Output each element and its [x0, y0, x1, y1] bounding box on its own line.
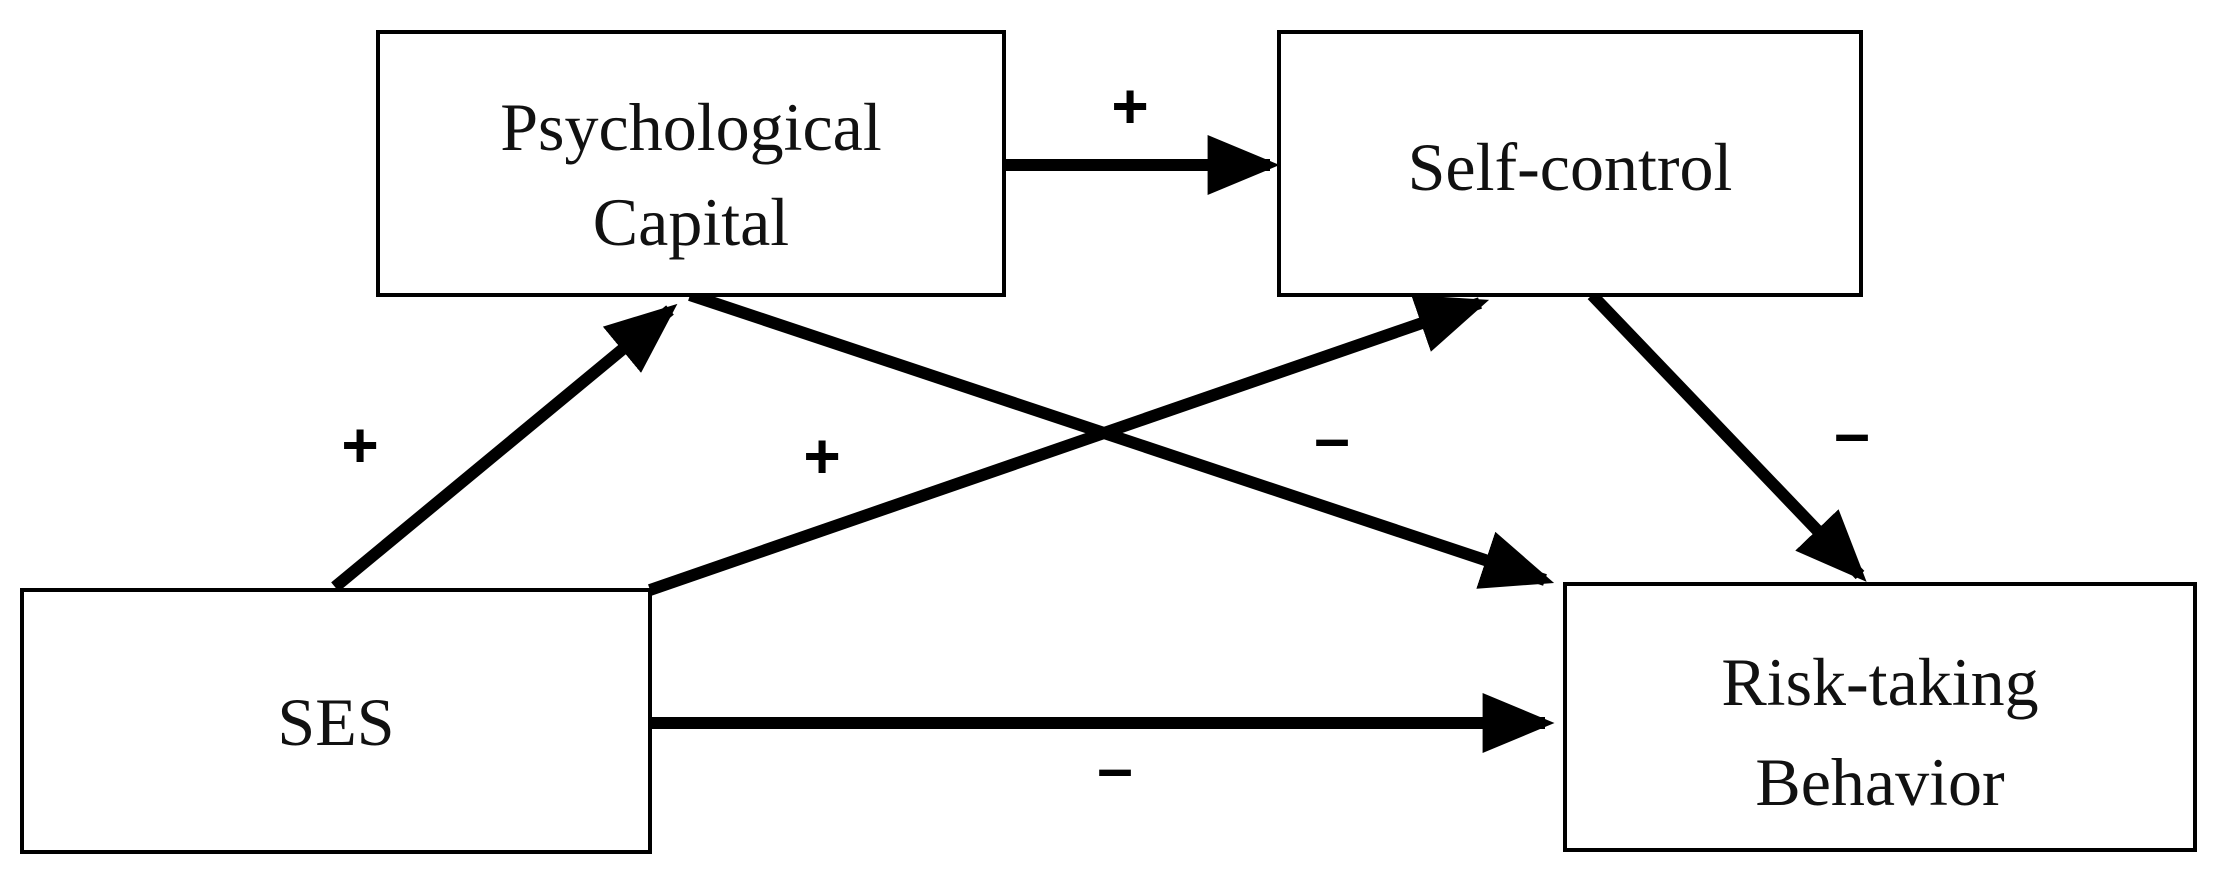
sign-self-control-to-risk-taking: –: [1834, 397, 1870, 469]
node-ses-label: SES: [277, 684, 394, 760]
node-psychological-capital-line1: Psychological: [500, 89, 882, 165]
edge-ses-to-pc: [331, 303, 678, 592]
node-self-control-label: Self-control: [1408, 129, 1733, 205]
node-ses: SES: [20, 588, 652, 854]
node-psychological-capital: Psychological Capital: [376, 30, 1006, 297]
node-self-control: Self-control: [1277, 30, 1863, 297]
node-risk-taking-behavior-line1: Risk-taking: [1721, 644, 2038, 720]
sign-ses-to-pc: +: [341, 409, 378, 481]
edge-ses-to-self-control: [648, 295, 1490, 596]
sign-pc-to-self-control: +: [1111, 70, 1148, 142]
node-risk-taking-behavior: Risk-taking Behavior: [1563, 582, 2197, 852]
sign-ses-to-risk-taking: –: [1097, 732, 1133, 804]
sign-ses-to-self-control: +: [803, 420, 840, 492]
node-psychological-capital-line2: Capital: [593, 184, 789, 260]
sign-pc-to-risk-taking: –: [1314, 402, 1350, 474]
edge-self-control-to-risk-taking: [1587, 290, 1867, 582]
node-risk-taking-behavior-line2: Behavior: [1755, 744, 2005, 820]
edge-pc-to-risk-taking: [688, 289, 1555, 589]
